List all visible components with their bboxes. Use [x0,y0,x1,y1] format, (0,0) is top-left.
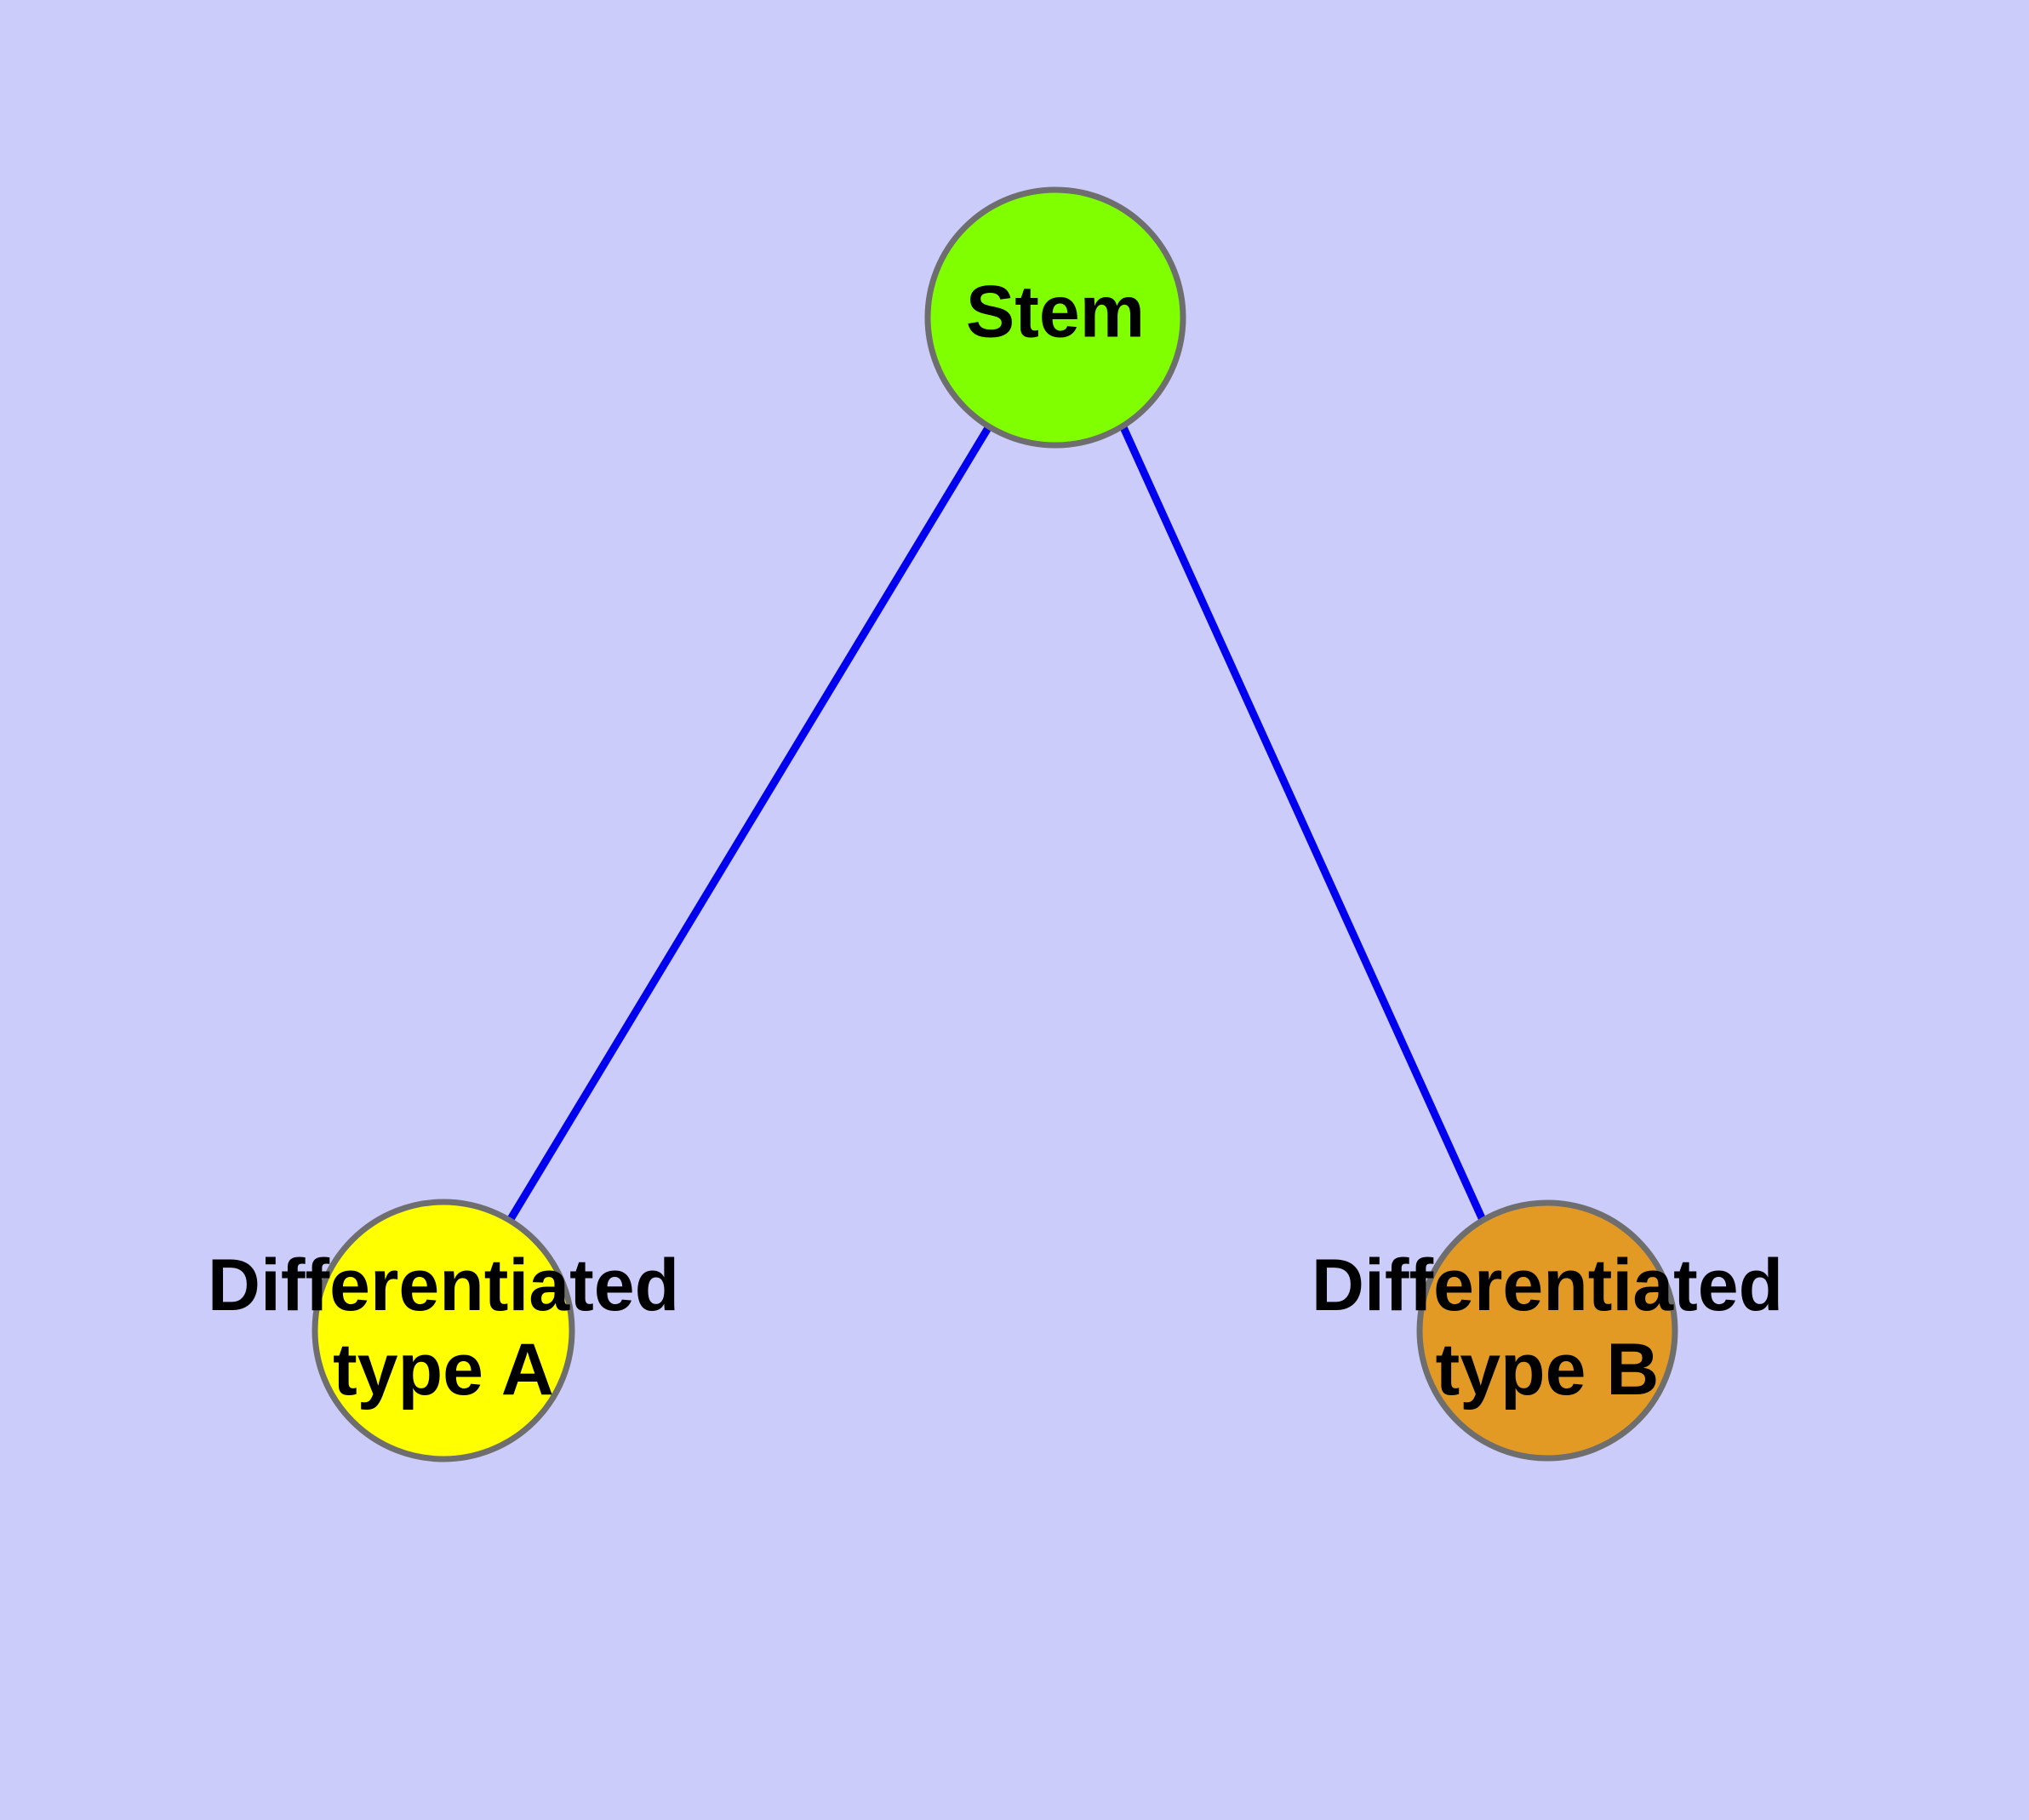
node-stem[interactable]: Stem [924,186,1186,449]
node-type-b-circle[interactable] [1416,1199,1678,1462]
node-type-b-label-line1: Differentiated [1312,1245,1783,1326]
edge-group [507,424,1487,1222]
node-differentiated-type-a[interactable]: Differentiated type A [208,1199,679,1462]
node-type-a-circle[interactable] [311,1199,575,1462]
node-type-a-label-line1: Differentiated [208,1245,679,1326]
node-differentiated-type-b[interactable]: Differentiated type B [1312,1199,1783,1462]
node-type-a-label-line2: type A [333,1329,554,1411]
node-stem-label: Stem [966,272,1145,353]
node-type-b-label-line2: type B [1436,1329,1660,1411]
node-stem-circle[interactable] [924,186,1186,449]
edge-stem-to-type-a[interactable] [507,424,992,1222]
edge-stem-to-type-b[interactable] [1119,426,1487,1222]
